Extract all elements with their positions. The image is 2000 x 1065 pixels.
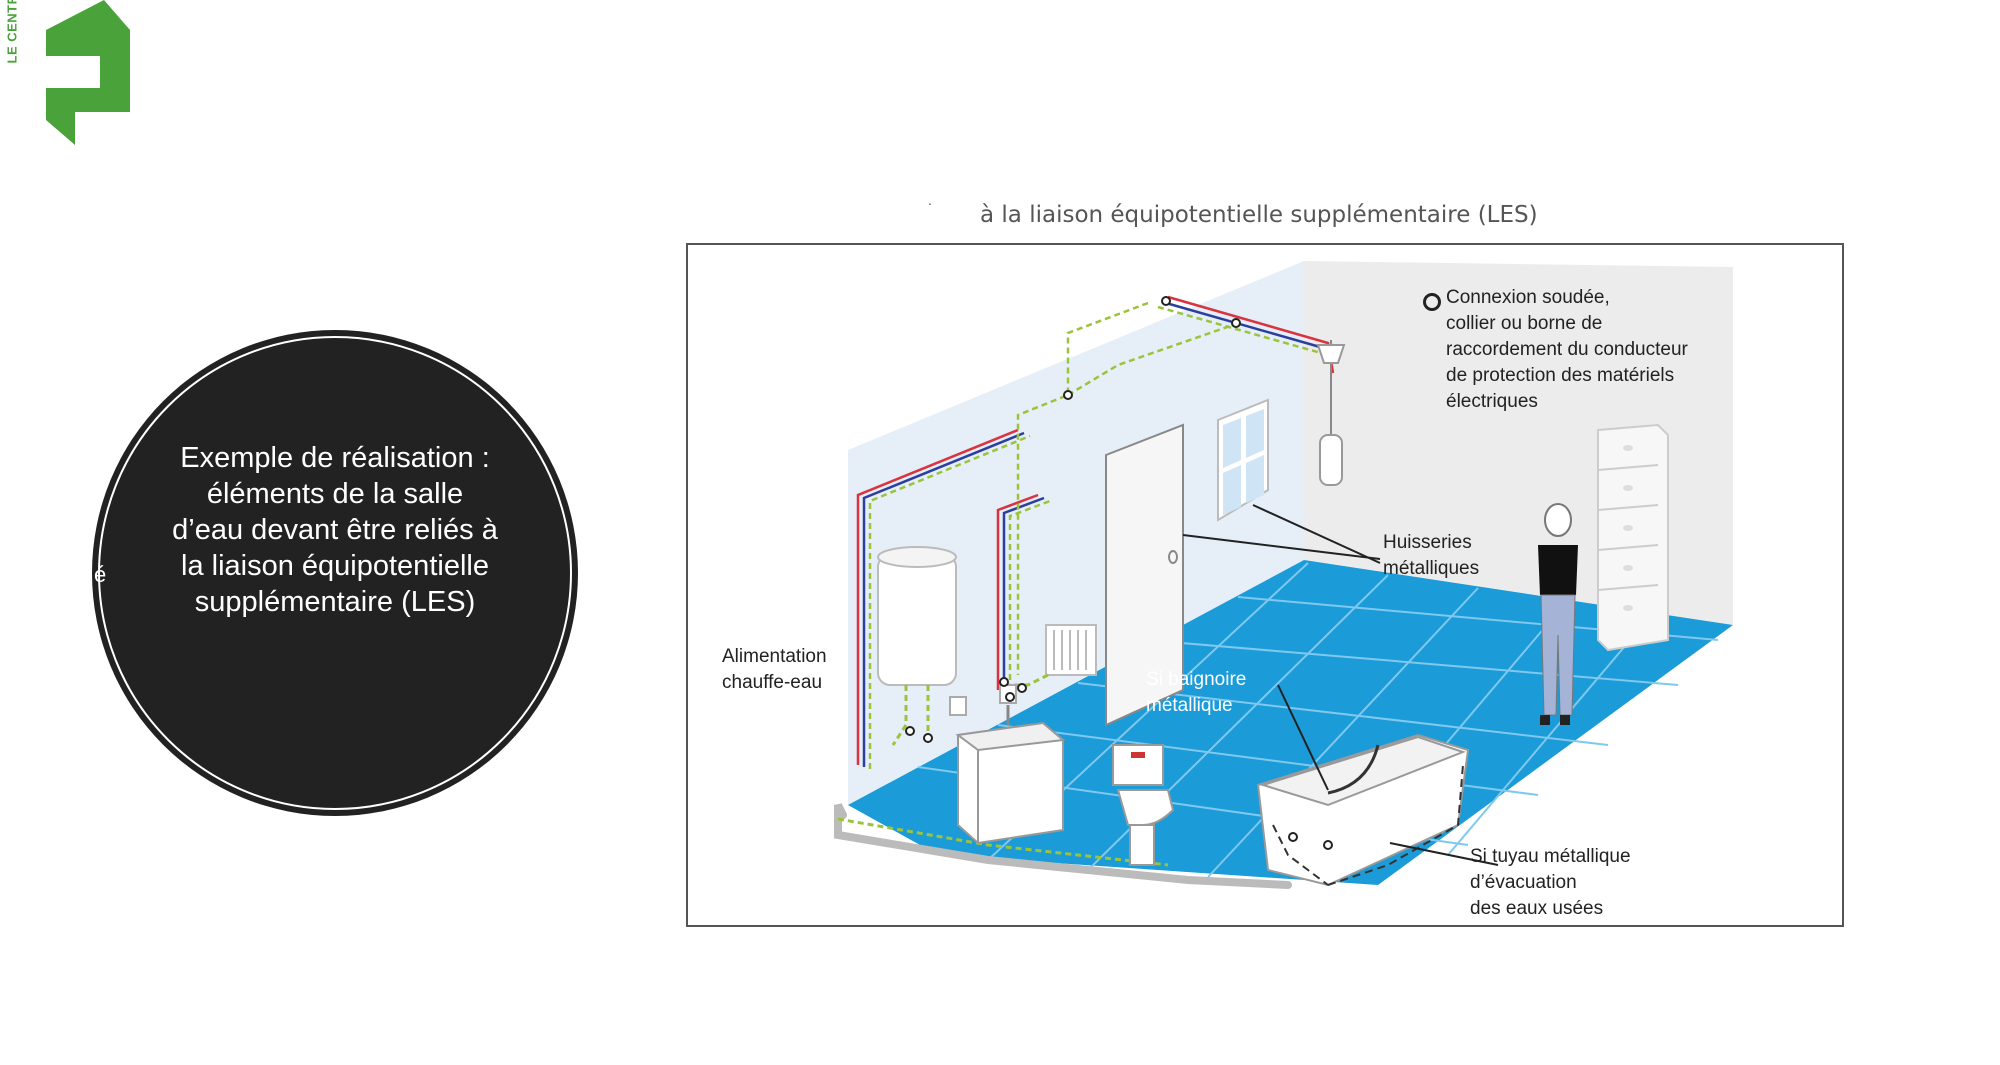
bathtub-shower-hose: [1327, 744, 1380, 795]
logo-text: LE CENTRE: [4, 0, 20, 64]
brand-logo: LE CENTRE: [0, 0, 140, 150]
water-heater: [877, 554, 957, 686]
circle-ring: [98, 336, 572, 810]
label-tuyau: Si tuyau métallique d’évacuation des eau…: [1470, 846, 1631, 919]
door-handle: [1168, 550, 1178, 564]
bathroom-diagram: Connexion soudée, collier ou borne de ra…: [686, 243, 1844, 927]
connection-markers: [905, 296, 1333, 850]
toilet-tank: [1112, 744, 1164, 786]
leader-lines: [1182, 504, 1499, 866]
figure-title-mark: .: [928, 192, 932, 208]
left-wall: [848, 261, 1304, 805]
figure-title: à la liaison équipotentielle supplémenta…: [980, 202, 1538, 228]
circle-edge-glyph: é: [94, 562, 107, 587]
door: [1105, 423, 1184, 727]
lamp-shade: [1316, 344, 1346, 364]
bathroom-illustration: [834, 261, 1733, 889]
floor-pipes: [834, 803, 1292, 889]
shelving-unit: [1597, 423, 1669, 652]
legend-connection-text: Connexion soudée, collier ou borne de ra…: [1446, 287, 1688, 412]
label-alimentation: Alimentation chauffe-eau: [722, 646, 827, 693]
socket: [949, 696, 967, 716]
circle-caption: Exemple de réalisation : éléments de la …: [172, 442, 498, 618]
floor: [848, 560, 1733, 885]
person-figure: [1538, 503, 1578, 725]
lamp: [1319, 434, 1343, 486]
brand-logo-icon: [46, 0, 130, 145]
connection-legend-icon: [1423, 293, 1441, 311]
intro-circle: é Exemple de réalisation : éléments de l…: [92, 330, 578, 816]
wires-left: [856, 428, 1051, 769]
label-huisseries: Huisseries métalliques: [1383, 532, 1480, 579]
label-baignoire: Si baignoire métallique: [1146, 669, 1247, 716]
